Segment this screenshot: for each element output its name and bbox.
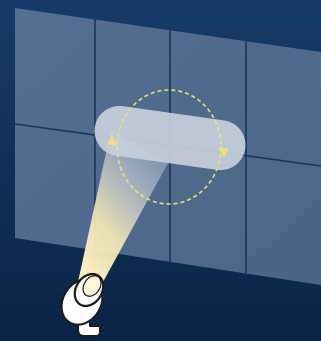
illustration-stage xyxy=(0,0,321,341)
spotlight-illustration xyxy=(0,0,321,341)
